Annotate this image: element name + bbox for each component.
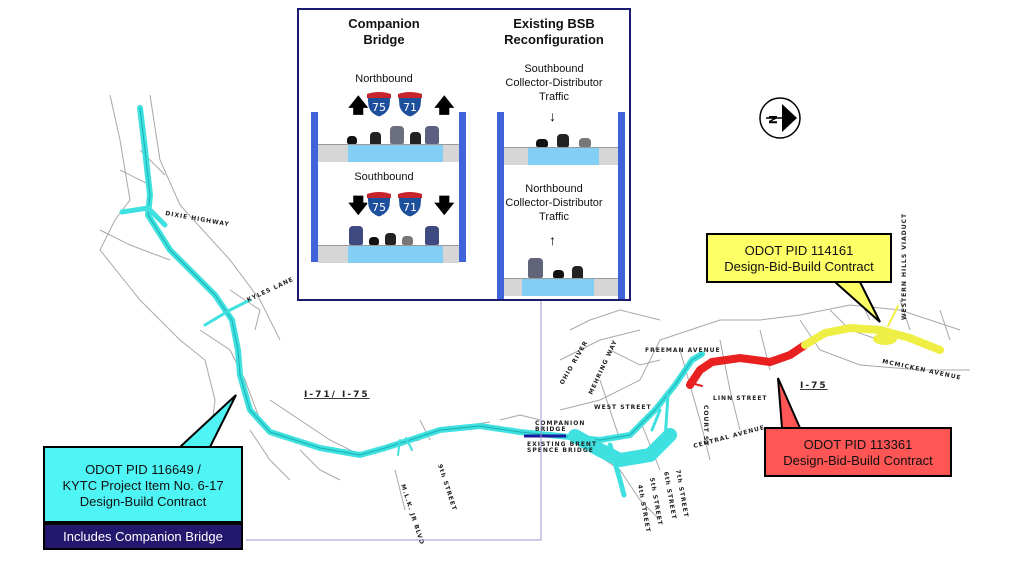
label-line: Southbound (524, 63, 584, 75)
travel-lanes (522, 279, 594, 296)
label-line: Traffic (539, 211, 569, 223)
label-dixie-highway: DIXIE HIGHWAY (165, 210, 230, 228)
label-line: Traffic (539, 91, 569, 103)
title-line: Existing BSB (513, 16, 595, 31)
label-western-hills-viaduct: WESTERN HILLS VIADUCT (901, 213, 908, 320)
down-arrow-icon: ↓ (549, 108, 556, 124)
svg-text:75: 75 (372, 101, 386, 114)
bridge-pillar (497, 112, 504, 299)
inset-connector-line (246, 301, 542, 541)
bsb-reconfiguration-title: Existing BSB Reconfiguration (484, 16, 624, 48)
southbound-cd-label: Southbound Collector-Distributor Traffic (484, 62, 624, 104)
label-spence-bridge: SPENCE BRIDGE (527, 447, 594, 454)
svg-text:71: 71 (403, 201, 417, 214)
up-arrow-icon: 🡅 (434, 95, 455, 117)
label-west-street: WEST STREET (594, 404, 652, 411)
vehicle-icon (349, 226, 363, 245)
interstate-75-shield-icon: 75 (366, 191, 392, 218)
label-kyles-lane: KYLES LANE (246, 276, 295, 304)
title-line: Companion (348, 16, 420, 31)
vehicle-icon (390, 126, 404, 144)
callout-line: Design-Bid-Build Contract (783, 453, 933, 468)
label-line: Collector-Distributor (505, 77, 603, 89)
label-9th-street: 9th STREET (436, 463, 458, 512)
red-callout-pointer (777, 377, 802, 429)
vehicle-icon (402, 236, 413, 245)
northbound-label: Northbound (355, 73, 413, 85)
travel-lanes (348, 145, 443, 162)
label-companion-bridge: COMPANION (535, 420, 585, 427)
companion-bridge-title: Companion Bridge (319, 16, 449, 48)
companion-bridge-footer: Includes Companion Bridge (43, 523, 243, 550)
callout-line: Design-Bid-Build Contract (724, 259, 874, 274)
vehicle-icon (347, 136, 357, 144)
label-mehring-way: MEHRING WAY (587, 339, 619, 396)
label-route-i75: I-75 (800, 381, 828, 391)
vehicle-icon (528, 258, 543, 278)
title-line: Reconfiguration (504, 32, 604, 47)
callout-line: Design-Build Contract (79, 494, 207, 509)
interstate-75-shield-icon: 75 (366, 91, 392, 118)
red-contract-callout: ODOT PID 113361 Design-Bid-Build Contrac… (764, 427, 952, 477)
label-linn-street: LINN STREET (713, 395, 768, 402)
label-mlk-blvd: M.L.K. JR BLVD (399, 483, 425, 546)
label-route-i71-i75: I-71/ I-75 (304, 390, 370, 400)
cross-section-inset: Companion Bridge Northbound 🡅 🡅 75 71 So… (297, 8, 631, 301)
vehicle-icon (557, 134, 569, 147)
label-court-st: COURT ST (702, 405, 709, 446)
callout-line: ODOT PID 114161 (744, 243, 854, 258)
label-line: Northbound (525, 183, 583, 195)
label-existing-brent: EXISTING BRENT (527, 441, 597, 448)
vehicle-icon (425, 226, 439, 245)
interstate-71-shield-icon: 71 (397, 91, 423, 118)
bridge-pillar (311, 112, 318, 262)
label-5th-street: 5th STREET (648, 477, 663, 526)
label-companion-bridge-2: BRIDGE (535, 426, 566, 433)
bsb-deck-upper (504, 147, 618, 165)
callout-line: ODOT PID 113361 (803, 437, 913, 452)
yellow-callout-pointer (832, 281, 881, 323)
bridge-deck-lower (318, 245, 459, 263)
callout-line: KYTC Project Item No. 6-17 (62, 478, 224, 493)
bridge-deck-upper (318, 144, 459, 162)
up-arrow-icon: ↑ (549, 232, 556, 248)
bridge-pillar (459, 112, 466, 262)
title-line: Bridge (363, 32, 405, 47)
cyan-segment (119, 105, 705, 498)
north-arrow-icon: N (759, 97, 801, 139)
northbound-cd-label: Northbound Collector-Distributor Traffic (484, 182, 624, 224)
bridge-pillar (618, 112, 625, 299)
label-6th-street: 6th STREET (662, 471, 677, 520)
down-arrow-icon: 🡇 (348, 195, 369, 217)
interstate-71-shield-icon: 71 (397, 191, 423, 218)
vehicle-icon (369, 237, 379, 245)
red-segment (686, 341, 809, 389)
vehicle-icon (536, 139, 548, 147)
cyan-contract-callout: ODOT PID 116649 / KYTC Project Item No. … (43, 446, 243, 523)
up-arrow-icon: 🡅 (348, 95, 369, 117)
vehicle-icon (553, 270, 564, 278)
cyan-callout-pointer (177, 394, 237, 448)
svg-text:N: N (766, 115, 779, 124)
travel-lanes (528, 148, 599, 165)
bsb-deck-lower (504, 278, 618, 296)
yellow-contract-callout: ODOT PID 114161 Design-Bid-Build Contrac… (706, 233, 892, 283)
down-arrow-icon: 🡇 (434, 195, 455, 217)
vehicle-icon (425, 126, 439, 144)
travel-lanes (348, 246, 443, 263)
svg-text:75: 75 (372, 201, 386, 214)
southbound-label: Southbound (354, 171, 414, 183)
label-freeman-avenue: FREEMAN AVENUE (645, 347, 721, 354)
callout-line: ODOT PID 116649 / (85, 462, 201, 477)
svg-text:71: 71 (403, 101, 417, 114)
label-line: Collector-Distributor (505, 197, 603, 209)
label-ohio-river: OHIO RIVER (559, 339, 590, 386)
vehicle-icon (579, 138, 591, 147)
yellow-segment (801, 305, 944, 354)
footer-text: Includes Companion Bridge (63, 529, 223, 544)
vehicle-icon (385, 233, 396, 245)
